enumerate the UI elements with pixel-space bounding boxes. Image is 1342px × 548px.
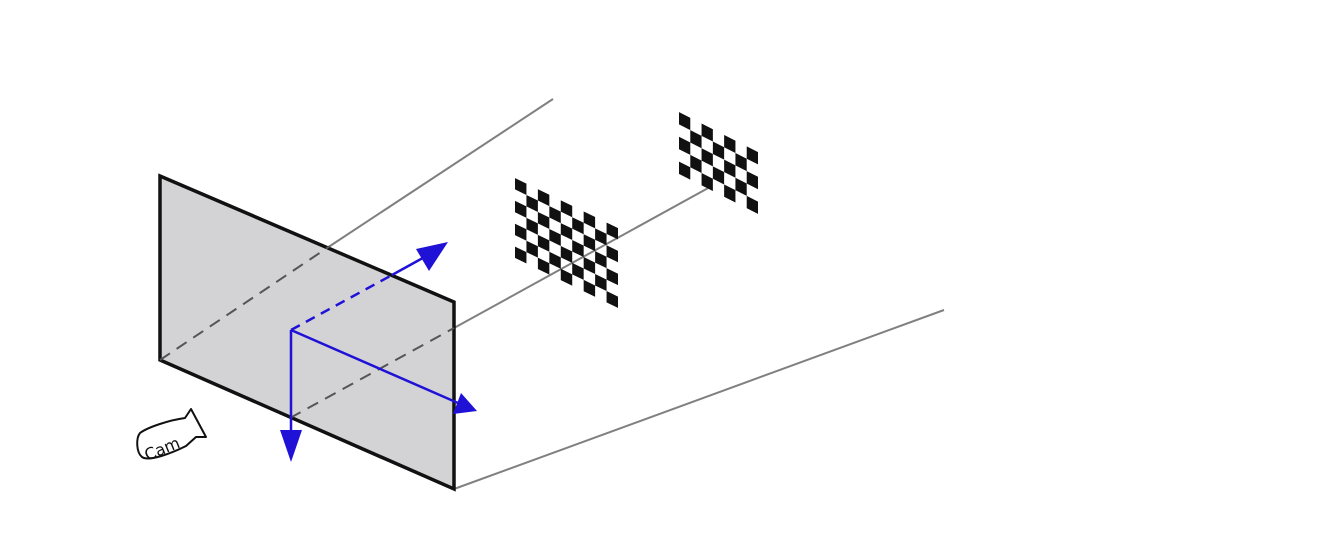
checker-square (690, 130, 702, 149)
frustum-line-bottom (453, 309, 945, 490)
checker-square (560, 200, 573, 218)
checker-square (701, 148, 713, 167)
checker-square (606, 291, 618, 308)
checker-square (746, 146, 758, 165)
checker-square (515, 178, 527, 195)
checker-square (560, 223, 573, 241)
axis-z-dashed-segment (290, 273, 393, 332)
checker-square (735, 177, 747, 196)
checker-square (724, 134, 736, 153)
checker-square (735, 152, 747, 172)
axis-z-arrowhead (416, 242, 448, 271)
checker-square (606, 245, 618, 263)
checker-square (549, 228, 561, 246)
checker-square (679, 112, 691, 131)
checker-square (572, 262, 584, 280)
checkerboard-near (515, 178, 618, 308)
checker-square (537, 234, 550, 252)
checker-square (679, 161, 691, 180)
axis-y-arrowhead (280, 430, 302, 462)
checker-square (606, 222, 618, 240)
checker-square (560, 245, 573, 263)
checker-square (746, 195, 758, 214)
checker-square (595, 274, 607, 292)
checker-square (724, 159, 736, 178)
checker-square (595, 228, 607, 246)
axis-x-arrowhead (453, 393, 477, 414)
checker-square (549, 206, 561, 224)
checker-square (526, 240, 538, 258)
frustum-line-top (329, 98, 554, 247)
camera-icon: Cam (136, 408, 207, 464)
checker-square (606, 268, 618, 286)
checker-square (712, 166, 725, 185)
checker-square (537, 189, 550, 207)
checker-square (701, 123, 713, 142)
checker-square (537, 257, 550, 275)
checker-square (712, 141, 725, 160)
checker-square (526, 194, 538, 212)
checker-square (724, 184, 736, 203)
checker-square (583, 257, 596, 275)
checker-square (515, 223, 527, 241)
checker-square (549, 251, 561, 269)
checker-square (583, 211, 596, 229)
checker-square (515, 246, 527, 264)
checker-square (560, 268, 573, 286)
checker-square (690, 154, 702, 174)
checker-square (526, 217, 538, 235)
checker-square (595, 251, 607, 269)
checker-square (537, 211, 550, 229)
image-plane (158, 173, 456, 492)
axis-x-line (290, 328, 459, 405)
checker-square (572, 217, 584, 235)
checker-square (583, 234, 596, 252)
checker-square (701, 173, 713, 192)
dashed-guide-lower (289, 327, 455, 419)
checker-square (583, 279, 596, 297)
checkerboard-far (679, 112, 758, 214)
checker-square (515, 200, 527, 218)
checker-square (746, 171, 758, 190)
checker-square (679, 136, 691, 155)
dashed-guide-upper (159, 245, 331, 361)
optical-axis-line (453, 186, 711, 329)
checker-square (572, 240, 584, 258)
